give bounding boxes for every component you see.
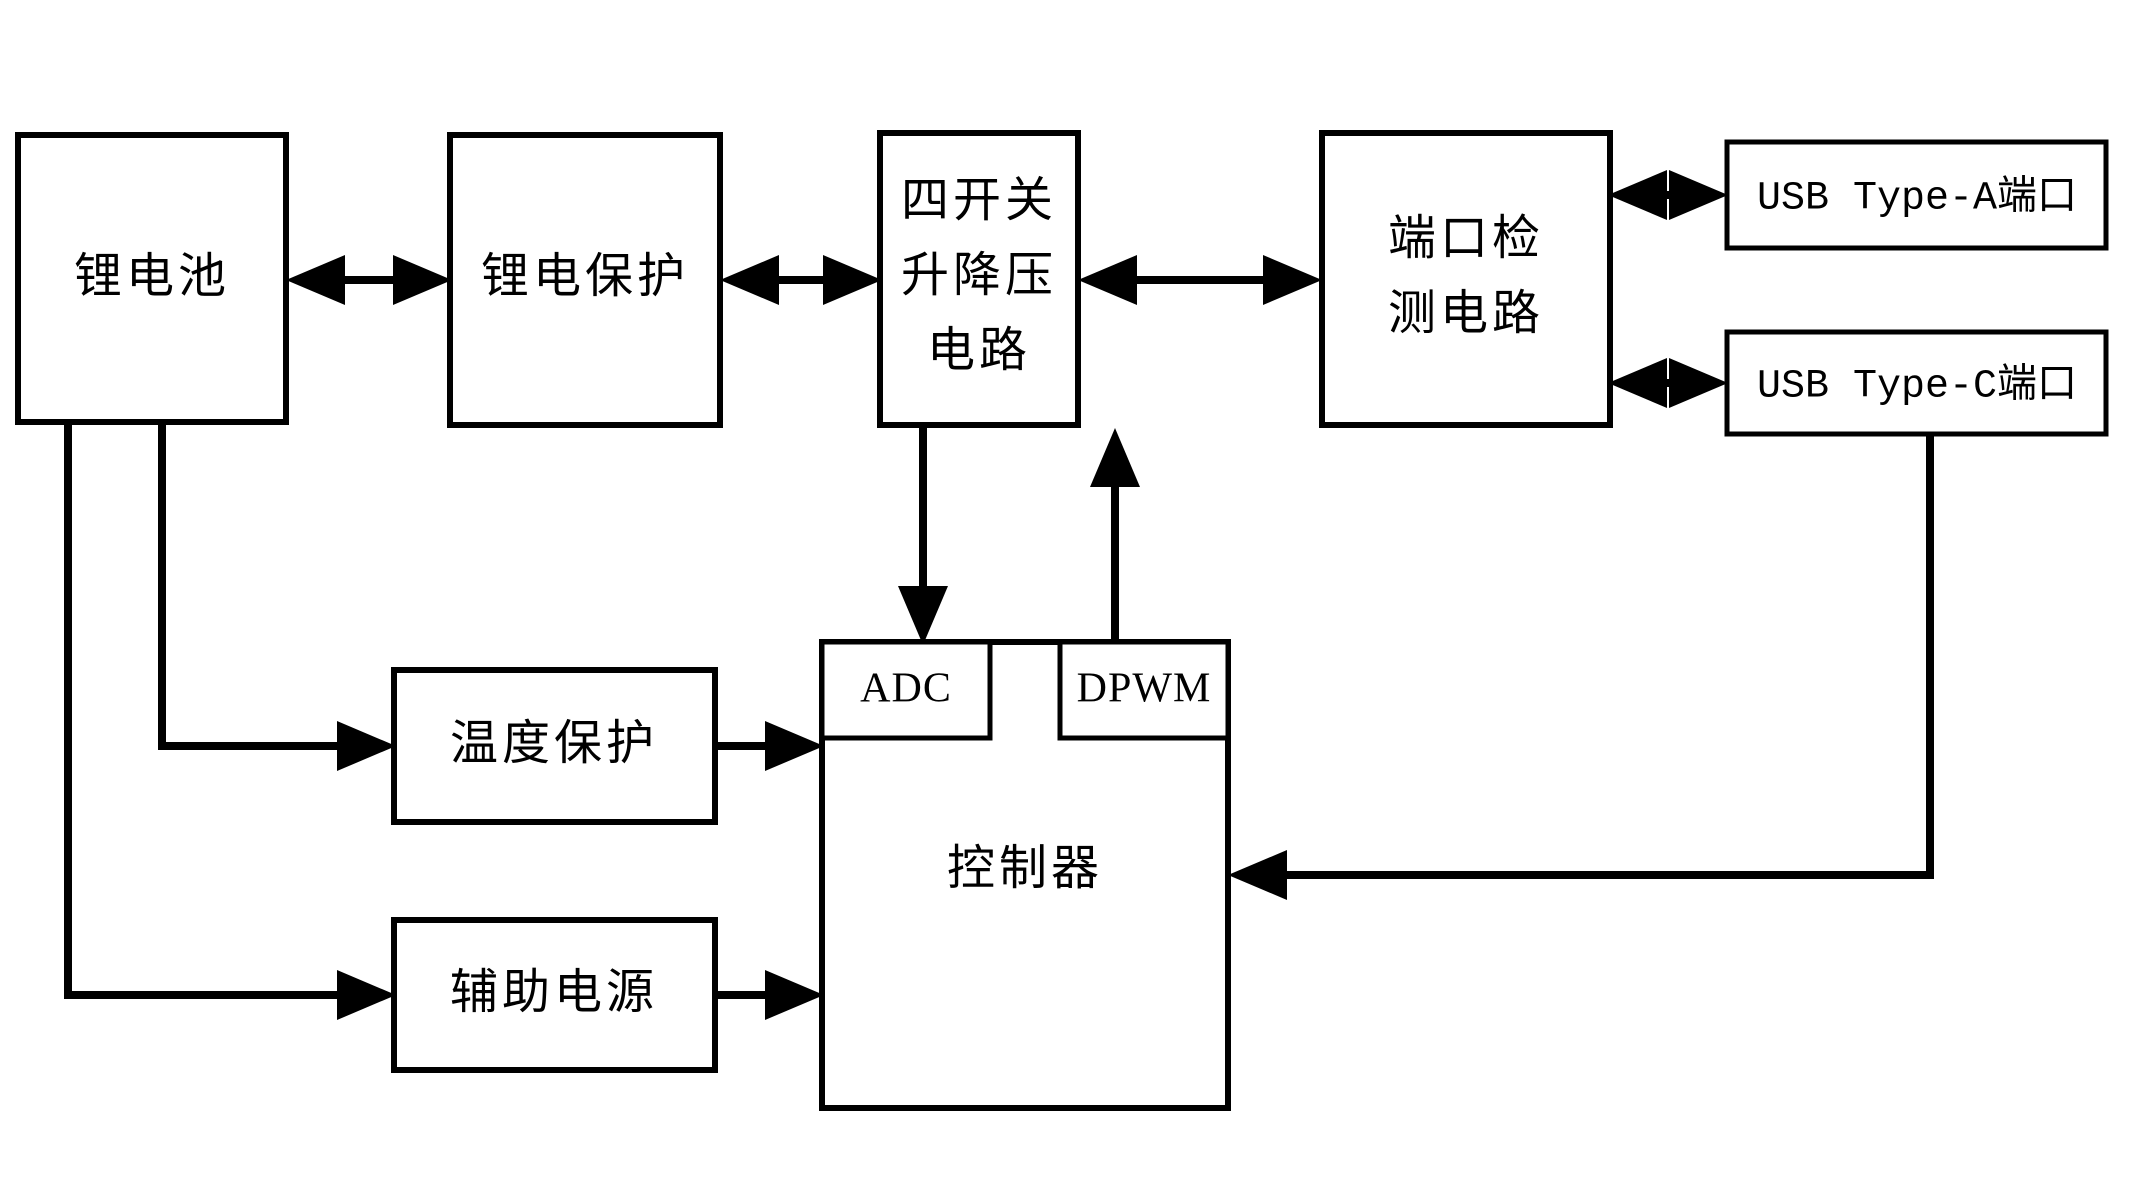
arrowhead-right [823, 255, 882, 305]
arrowhead-right [765, 970, 824, 1020]
block-buckboost-label-line2: 升降压 [901, 249, 1057, 302]
arrowhead-right [1263, 255, 1322, 305]
arrowhead-left [1608, 170, 1667, 220]
arrowhead-right [1669, 170, 1728, 220]
block-dpwm-label: DPWM [1077, 666, 1212, 712]
block-usb-type-c-label: USB Type-C端口 [1757, 363, 2077, 410]
block-controller-label: 控制器 [947, 842, 1103, 895]
connector-battery-auxpower [64, 422, 396, 1020]
connector-portdetect-usbc [1608, 358, 1728, 408]
block-battery[interactable]: 锂电池 [15, 132, 289, 425]
arrowhead-right [337, 721, 396, 771]
block-buckboost[interactable]: 四开关 升降压 电路 [877, 130, 1081, 428]
block-buckboost-label-line1: 四开关 [901, 174, 1057, 227]
arrowhead-left [286, 255, 345, 305]
arrowhead-right [393, 255, 452, 305]
arrowhead-right [337, 970, 396, 1020]
block-dpwm[interactable]: DPWM [1057, 639, 1231, 741]
connector-buckboost-portdetect [1078, 255, 1322, 305]
arrowhead-right [765, 721, 824, 771]
block-usb-type-c[interactable]: USB Type-C端口 [1724, 329, 2109, 437]
connector-protection-buckboost [720, 255, 882, 305]
connector-dpwm-buckboost [1090, 428, 1140, 642]
connector-temp-adc [715, 721, 824, 771]
connector-usbc-controller [1228, 434, 1934, 900]
block-buckboost-label-line3: 电路 [927, 324, 1031, 377]
block-adc[interactable]: ADC [819, 639, 993, 741]
arrowhead-left [1228, 850, 1287, 900]
connector-buckboost-adc [898, 425, 948, 645]
arrowhead-left [1078, 255, 1137, 305]
arrowhead-left [1608, 358, 1667, 408]
block-protection-label: 锂电保护 [481, 250, 689, 303]
block-usb-type-a[interactable]: USB Type-A端口 [1724, 139, 2109, 251]
arrowhead-up [1090, 428, 1140, 487]
connector-battery-temp [158, 422, 396, 771]
block-adc-label: ADC [860, 666, 952, 712]
block-auxiliary-power[interactable]: 辅助电源 [391, 917, 718, 1073]
block-portdetect-label-line1: 端口检 [1388, 212, 1544, 265]
arrowhead-down [898, 586, 948, 645]
block-usb-type-a-label: USB Type-A端口 [1757, 175, 2077, 222]
arrowhead-right [1669, 358, 1728, 408]
connector-auxpower-controller [715, 970, 824, 1020]
block-portdetect-label-line2: 测电路 [1388, 287, 1544, 340]
block-auxiliary-power-label: 辅助电源 [450, 966, 658, 1019]
arrowhead-left [720, 255, 779, 305]
connector-battery-protection [286, 255, 452, 305]
block-temperature-protection-label: 温度保护 [450, 717, 658, 770]
connector-portdetect-usba [1608, 170, 1728, 220]
block-portdetect[interactable]: 端口检 测电路 [1319, 130, 1613, 428]
block-battery-label: 锂电池 [74, 250, 230, 303]
block-temperature-protection[interactable]: 温度保护 [391, 667, 718, 825]
block-protection[interactable]: 锂电保护 [447, 132, 723, 428]
